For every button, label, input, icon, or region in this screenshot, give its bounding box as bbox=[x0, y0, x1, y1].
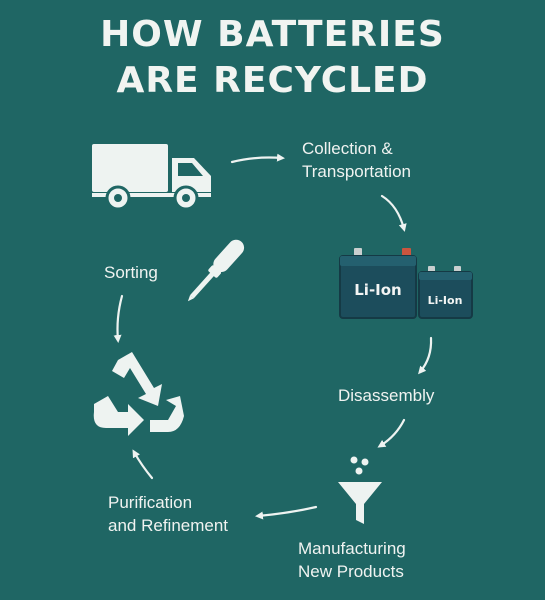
arrow-icon bbox=[230, 153, 285, 164]
step-manufacturing-line1: Manufacturing bbox=[298, 539, 406, 558]
step-collection-line2: Transportation bbox=[302, 162, 411, 181]
step-collection-line1: Collection & bbox=[302, 139, 393, 158]
screwdriver-icon bbox=[187, 239, 245, 302]
battery-icon: Li-Ion Li-Ion bbox=[339, 248, 473, 319]
arrow-icon bbox=[418, 336, 433, 375]
arrow-icon bbox=[132, 449, 154, 480]
step-manufacturing-label: Manufacturing New Products bbox=[298, 537, 406, 583]
arrow-icon bbox=[113, 294, 124, 343]
arrow-icon bbox=[255, 505, 318, 520]
truck-icon bbox=[92, 144, 211, 211]
step-purification-label: Purification and Refinement bbox=[108, 491, 228, 537]
step-purification-line2: and Refinement bbox=[108, 516, 229, 535]
step-collection-label: Collection & Transportation bbox=[302, 137, 411, 183]
step-disassembly-label: Disassembly bbox=[338, 384, 434, 407]
step-manufacturing-line2: New Products bbox=[298, 562, 404, 581]
battery-small-label: Li-Ion bbox=[428, 294, 463, 307]
step-disassembly-line1: Disassembly bbox=[338, 386, 435, 405]
title-line-2: ARE RECYCLED bbox=[116, 60, 429, 101]
step-purification-line1: Purification bbox=[108, 493, 193, 512]
arrow-icon bbox=[377, 418, 406, 448]
step-sorting-line1: Sorting bbox=[104, 263, 158, 282]
title-line-1: HOW BATTERIES bbox=[100, 14, 445, 55]
funnel-icon bbox=[338, 456, 382, 524]
step-sorting-label: Sorting bbox=[104, 261, 158, 284]
recycle-icon bbox=[93, 352, 184, 436]
battery-large-label: Li-Ion bbox=[354, 281, 402, 299]
arrow-icon bbox=[380, 194, 407, 232]
